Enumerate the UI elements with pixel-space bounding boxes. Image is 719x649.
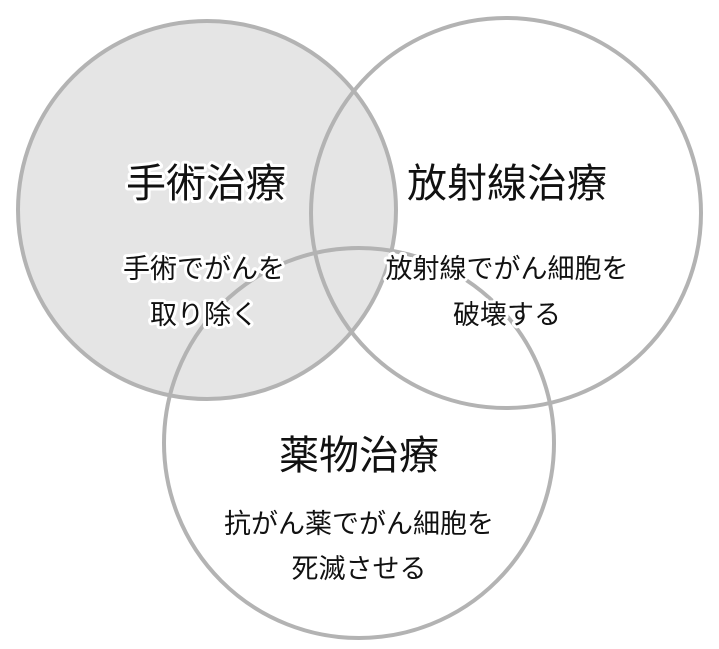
circle-drug <box>162 246 556 640</box>
radiation-desc-line1: 放射線でがん細胞を <box>386 254 629 285</box>
drug-desc-line1: 抗がん薬でがん細胞を <box>224 509 494 540</box>
surgery-desc-line1: 手術でがんを <box>123 254 285 285</box>
circle-surgery <box>16 19 398 401</box>
surgery-title: 手術治療 <box>126 161 286 207</box>
radiation-title: 放射線治療 <box>407 161 607 207</box>
drug-title: 薬物治療 <box>279 433 439 479</box>
drug-desc-line2: 死滅させる <box>292 554 427 585</box>
radiation-desc-line2: 破壊する <box>453 300 561 331</box>
surgery-desc-line2: 取り除く <box>150 300 258 331</box>
circle-radiation <box>309 16 703 410</box>
